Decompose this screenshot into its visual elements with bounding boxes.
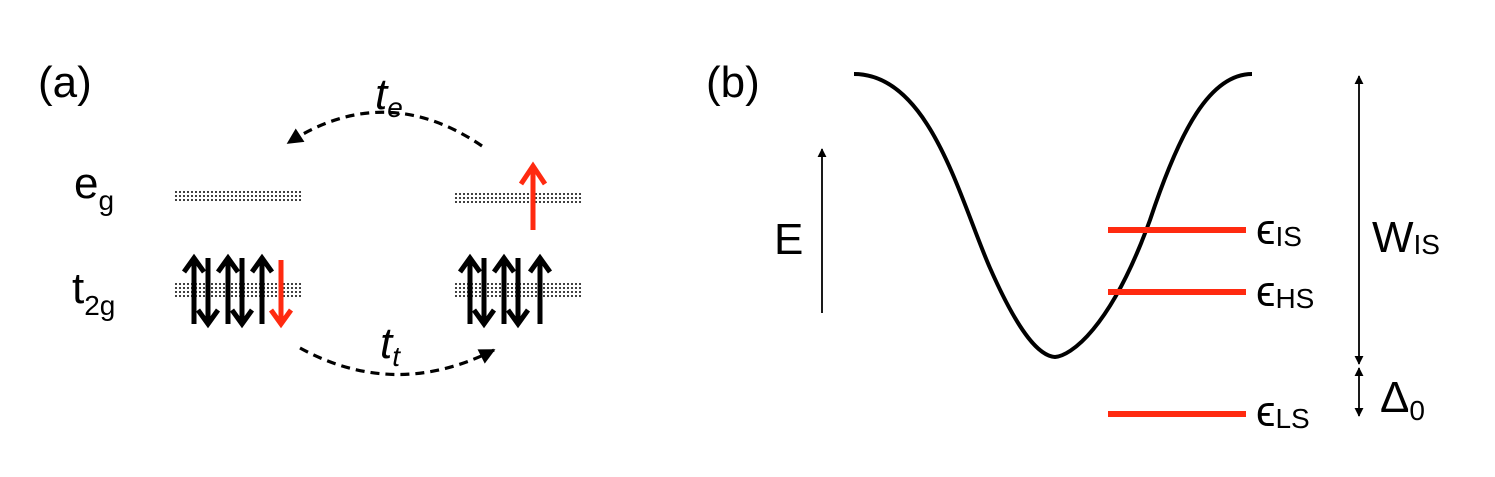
spin-up-arrow xyxy=(181,253,207,324)
eg-level-label: eg xyxy=(74,159,114,216)
spin-down-arrow xyxy=(505,258,531,329)
panel-b: (b) E ϵIS ϵHS ϵLS WIS Δ0 xyxy=(706,58,1440,436)
w-is-label: WIS xyxy=(1372,213,1440,262)
spin-down-arrow xyxy=(195,258,221,329)
spin-down-arrow xyxy=(471,258,497,329)
right-t2g-level xyxy=(455,283,582,297)
left-spins xyxy=(181,253,294,329)
level-is-label: ϵIS xyxy=(1256,205,1302,254)
spin-up-arrow xyxy=(249,253,275,324)
red-spin-down-arrow xyxy=(268,260,294,329)
hop-e-arrow xyxy=(286,110,483,148)
spin-up-arrow xyxy=(457,253,483,324)
spin-up-arrow xyxy=(215,253,241,324)
right-eg-level xyxy=(455,193,582,203)
level-ls-label: ϵLS xyxy=(1256,387,1310,436)
potential-curve xyxy=(853,72,1253,360)
panel-a: (a) eg t2g xyxy=(38,58,582,377)
energy-axis-label: E xyxy=(774,215,803,264)
level-hs-label: ϵHS xyxy=(1256,267,1314,316)
spin-up-arrow xyxy=(491,253,517,324)
hop-e-label: te xyxy=(375,70,403,123)
spin-down-arrow xyxy=(229,258,255,329)
hop-t-label: tt xyxy=(380,319,401,372)
red-spin-up-arrow xyxy=(518,161,548,230)
right-spins xyxy=(457,161,553,329)
t2g-level-label: t2g xyxy=(72,264,115,321)
left-eg-level xyxy=(175,191,302,201)
delta0-label: Δ0 xyxy=(1380,373,1425,426)
spin-up-arrow xyxy=(527,253,553,324)
panel-b-label: (b) xyxy=(706,58,760,107)
panel-a-label: (a) xyxy=(38,58,92,107)
